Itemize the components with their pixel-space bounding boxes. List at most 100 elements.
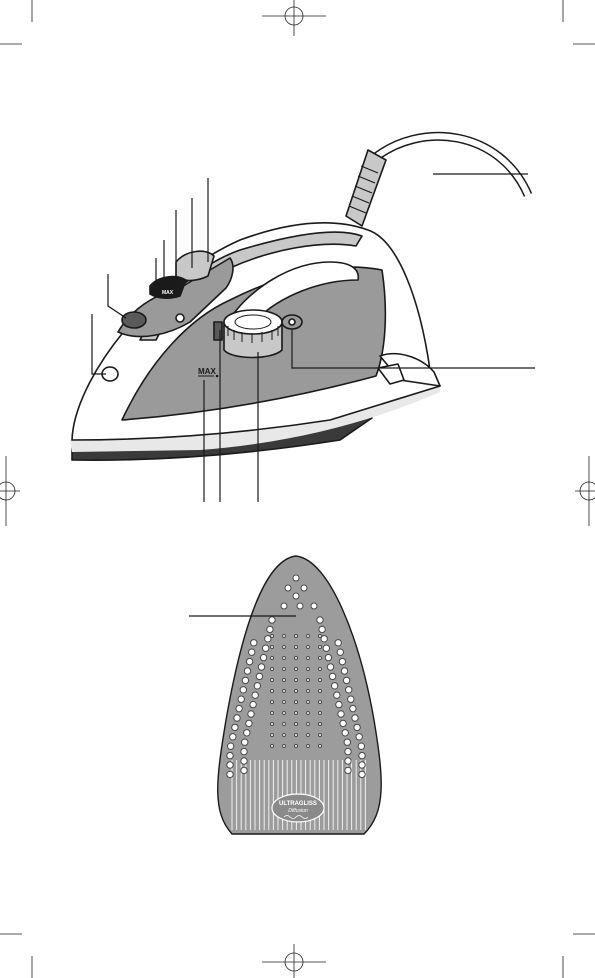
steam-hole <box>326 663 335 671</box>
steam-hole <box>334 639 342 647</box>
steam-hole <box>341 729 349 737</box>
steam-hole <box>340 667 349 675</box>
registration-mark-left <box>0 456 20 526</box>
steam-hole <box>306 711 310 715</box>
steam-hole <box>344 747 352 756</box>
handle-opening <box>231 261 360 321</box>
iron-illustration: MAX <box>70 131 533 461</box>
steam-hole <box>306 689 310 693</box>
soleplate-brand-plaque <box>271 793 325 823</box>
steam-hole <box>233 714 241 722</box>
steam-hole <box>358 761 366 769</box>
steam-hole <box>245 719 253 728</box>
steam-hole <box>247 710 255 718</box>
steam-hole <box>294 678 298 682</box>
steam-hole <box>250 639 258 647</box>
steam-hole <box>337 710 345 718</box>
steam-hole <box>294 722 298 726</box>
steam-hole <box>270 744 274 748</box>
steam-hole <box>282 744 286 748</box>
steam-hole <box>333 691 341 699</box>
steam-hole <box>306 634 310 638</box>
steam-hole <box>318 645 322 649</box>
steam-hole <box>306 744 310 748</box>
steam-hole <box>229 733 237 741</box>
steam-hole <box>294 700 298 704</box>
steam-hole <box>270 700 274 704</box>
steam-hole <box>318 689 322 693</box>
steam-hole <box>294 711 298 715</box>
steam-hole <box>282 711 286 715</box>
steam-hole <box>344 757 352 765</box>
steam-hole <box>306 700 310 704</box>
steam-hole <box>270 678 274 682</box>
steam-hole <box>240 747 248 756</box>
water-level-window <box>213 321 223 341</box>
steam-hole <box>339 719 347 728</box>
steam-hole <box>306 678 310 682</box>
steam-hole <box>243 729 251 737</box>
soleplate-brand-line1: ULTRAGLISS <box>279 801 317 807</box>
steam-hole <box>318 667 322 671</box>
steam-hole <box>292 592 300 600</box>
steam-hole <box>264 635 272 643</box>
max-fill-mark: MAX <box>198 367 216 376</box>
steam-hole <box>282 634 286 638</box>
steam-hole <box>322 644 330 652</box>
steam-hole <box>282 645 286 649</box>
steam-hole <box>358 770 366 779</box>
steam-hole <box>231 723 239 732</box>
steam-hole <box>318 700 322 704</box>
steam-hole <box>318 711 322 715</box>
steam-hole <box>324 653 333 662</box>
steam-hole <box>243 667 252 675</box>
steam-hole <box>270 645 274 649</box>
steam-hole <box>241 676 250 685</box>
steam-hole <box>328 672 337 681</box>
variable-steam-control[interactable] <box>121 311 147 329</box>
steam-hole <box>357 742 365 750</box>
steam-hole <box>351 714 359 722</box>
soleplate-outline <box>217 555 382 835</box>
steam-hole <box>320 635 328 643</box>
steam-hole <box>294 656 298 660</box>
steam-hole <box>318 656 322 660</box>
heel-rest <box>379 352 441 387</box>
soleplate-brand-line2: Diffusion <box>288 808 308 814</box>
steam-hole <box>349 704 357 713</box>
steam-hole <box>270 689 274 693</box>
steam-hole <box>241 738 249 746</box>
steam-hole <box>318 722 322 726</box>
steam-hole <box>237 695 245 703</box>
leader-lines-iron <box>91 173 535 502</box>
self-clean-knob[interactable] <box>175 313 185 323</box>
steam-hole <box>245 657 254 666</box>
steam-hole <box>353 723 361 732</box>
steam-hole <box>306 722 310 726</box>
steam-hole <box>342 676 351 685</box>
steam-hole <box>294 645 298 649</box>
steam-hole <box>268 616 276 624</box>
steam-hole <box>316 616 324 624</box>
steam-hole <box>355 733 363 741</box>
steam-hole <box>251 691 259 699</box>
steam-hole <box>282 722 286 726</box>
steam-hole <box>284 584 292 592</box>
steam-hole <box>306 656 310 660</box>
steam-hole <box>249 700 257 709</box>
steam-hole <box>226 751 234 760</box>
steam-hole <box>294 744 298 748</box>
steam-hole <box>270 733 274 737</box>
steam-hole <box>318 634 322 638</box>
spray-button[interactable] <box>149 275 187 299</box>
steam-hole <box>300 584 308 592</box>
steam-hole <box>294 733 298 737</box>
steam-hole <box>345 686 353 694</box>
steam-hole <box>240 766 248 775</box>
steam-hole <box>282 733 286 737</box>
steam-hole <box>282 700 286 704</box>
steam-hole <box>296 602 304 610</box>
steam-hole <box>282 656 286 660</box>
registration-mark-bottom <box>262 944 326 978</box>
